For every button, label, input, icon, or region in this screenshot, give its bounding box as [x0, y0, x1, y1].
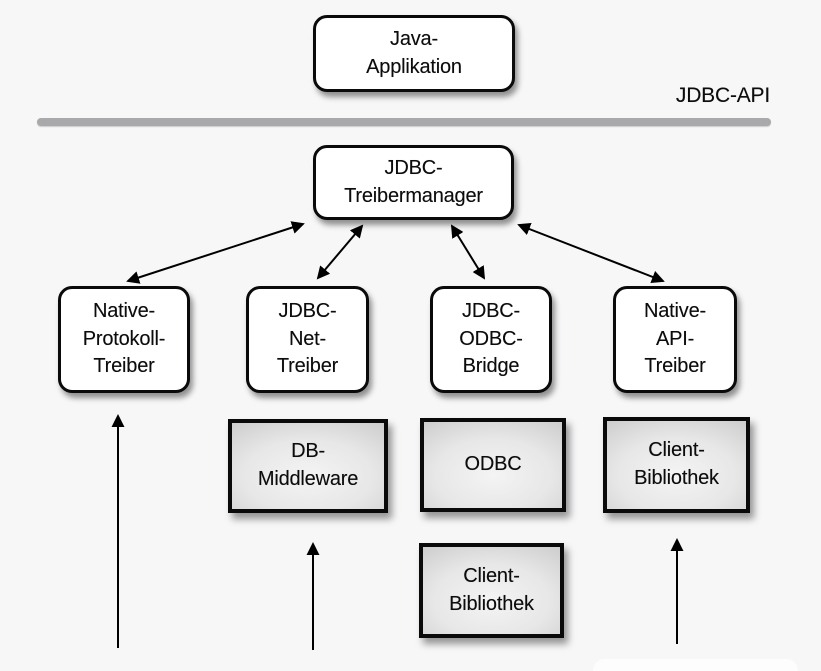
node-jdbc-net-treiber: JDBC- Net- Treiber: [246, 286, 369, 393]
edge-manager-jdbc-net: [316, 224, 364, 280]
node-label: DB- Middleware: [257, 440, 359, 490]
node-native-api-treiber: Native- API- Treiber: [613, 286, 737, 393]
node-label: Java- Applikation: [366, 27, 462, 78]
node-label: Client- Bibliothek: [449, 564, 534, 615]
node-db-middleware: DB- Middleware: [228, 419, 388, 513]
node-label: ODBC: [464, 453, 522, 476]
jdbc-api-label: JDBC-API: [675, 84, 770, 107]
node-jdbc-treibermanager: JDBC- Treibermanager: [313, 145, 514, 220]
edge-manager-native-api: [517, 222, 665, 284]
edge-manager-jdbc-odbc: [450, 224, 486, 280]
jdbc-api-divider-line: [37, 118, 771, 126]
node-label: JDBC- Net- Treiber: [276, 300, 339, 378]
node-client-bibliothek-bottom: Client- Bibliothek: [419, 543, 564, 638]
node-native-protokoll-treiber: Native- Protokoll- Treiber: [58, 286, 190, 393]
node-odbc: ODBC: [420, 418, 566, 512]
node-label: Native- Protokoll- Treiber: [82, 300, 166, 378]
node-jdbc-odbc-bridge: JDBC- ODBC- Bridge: [430, 286, 552, 393]
node-label: Native- API- Treiber: [644, 300, 706, 378]
edge-manager-native-protokoll: [126, 221, 305, 284]
node-java-applikation: Java- Applikation: [313, 15, 515, 92]
node-label: Client- Bibliothek: [634, 439, 719, 489]
node-cutoff-bottom-right: [593, 659, 798, 671]
node-label: JDBC- ODBC- Bridge: [459, 300, 523, 378]
node-label: JDBC- Treibermanager: [344, 156, 483, 207]
node-client-bibliothek-right: Client- Bibliothek: [603, 417, 750, 513]
